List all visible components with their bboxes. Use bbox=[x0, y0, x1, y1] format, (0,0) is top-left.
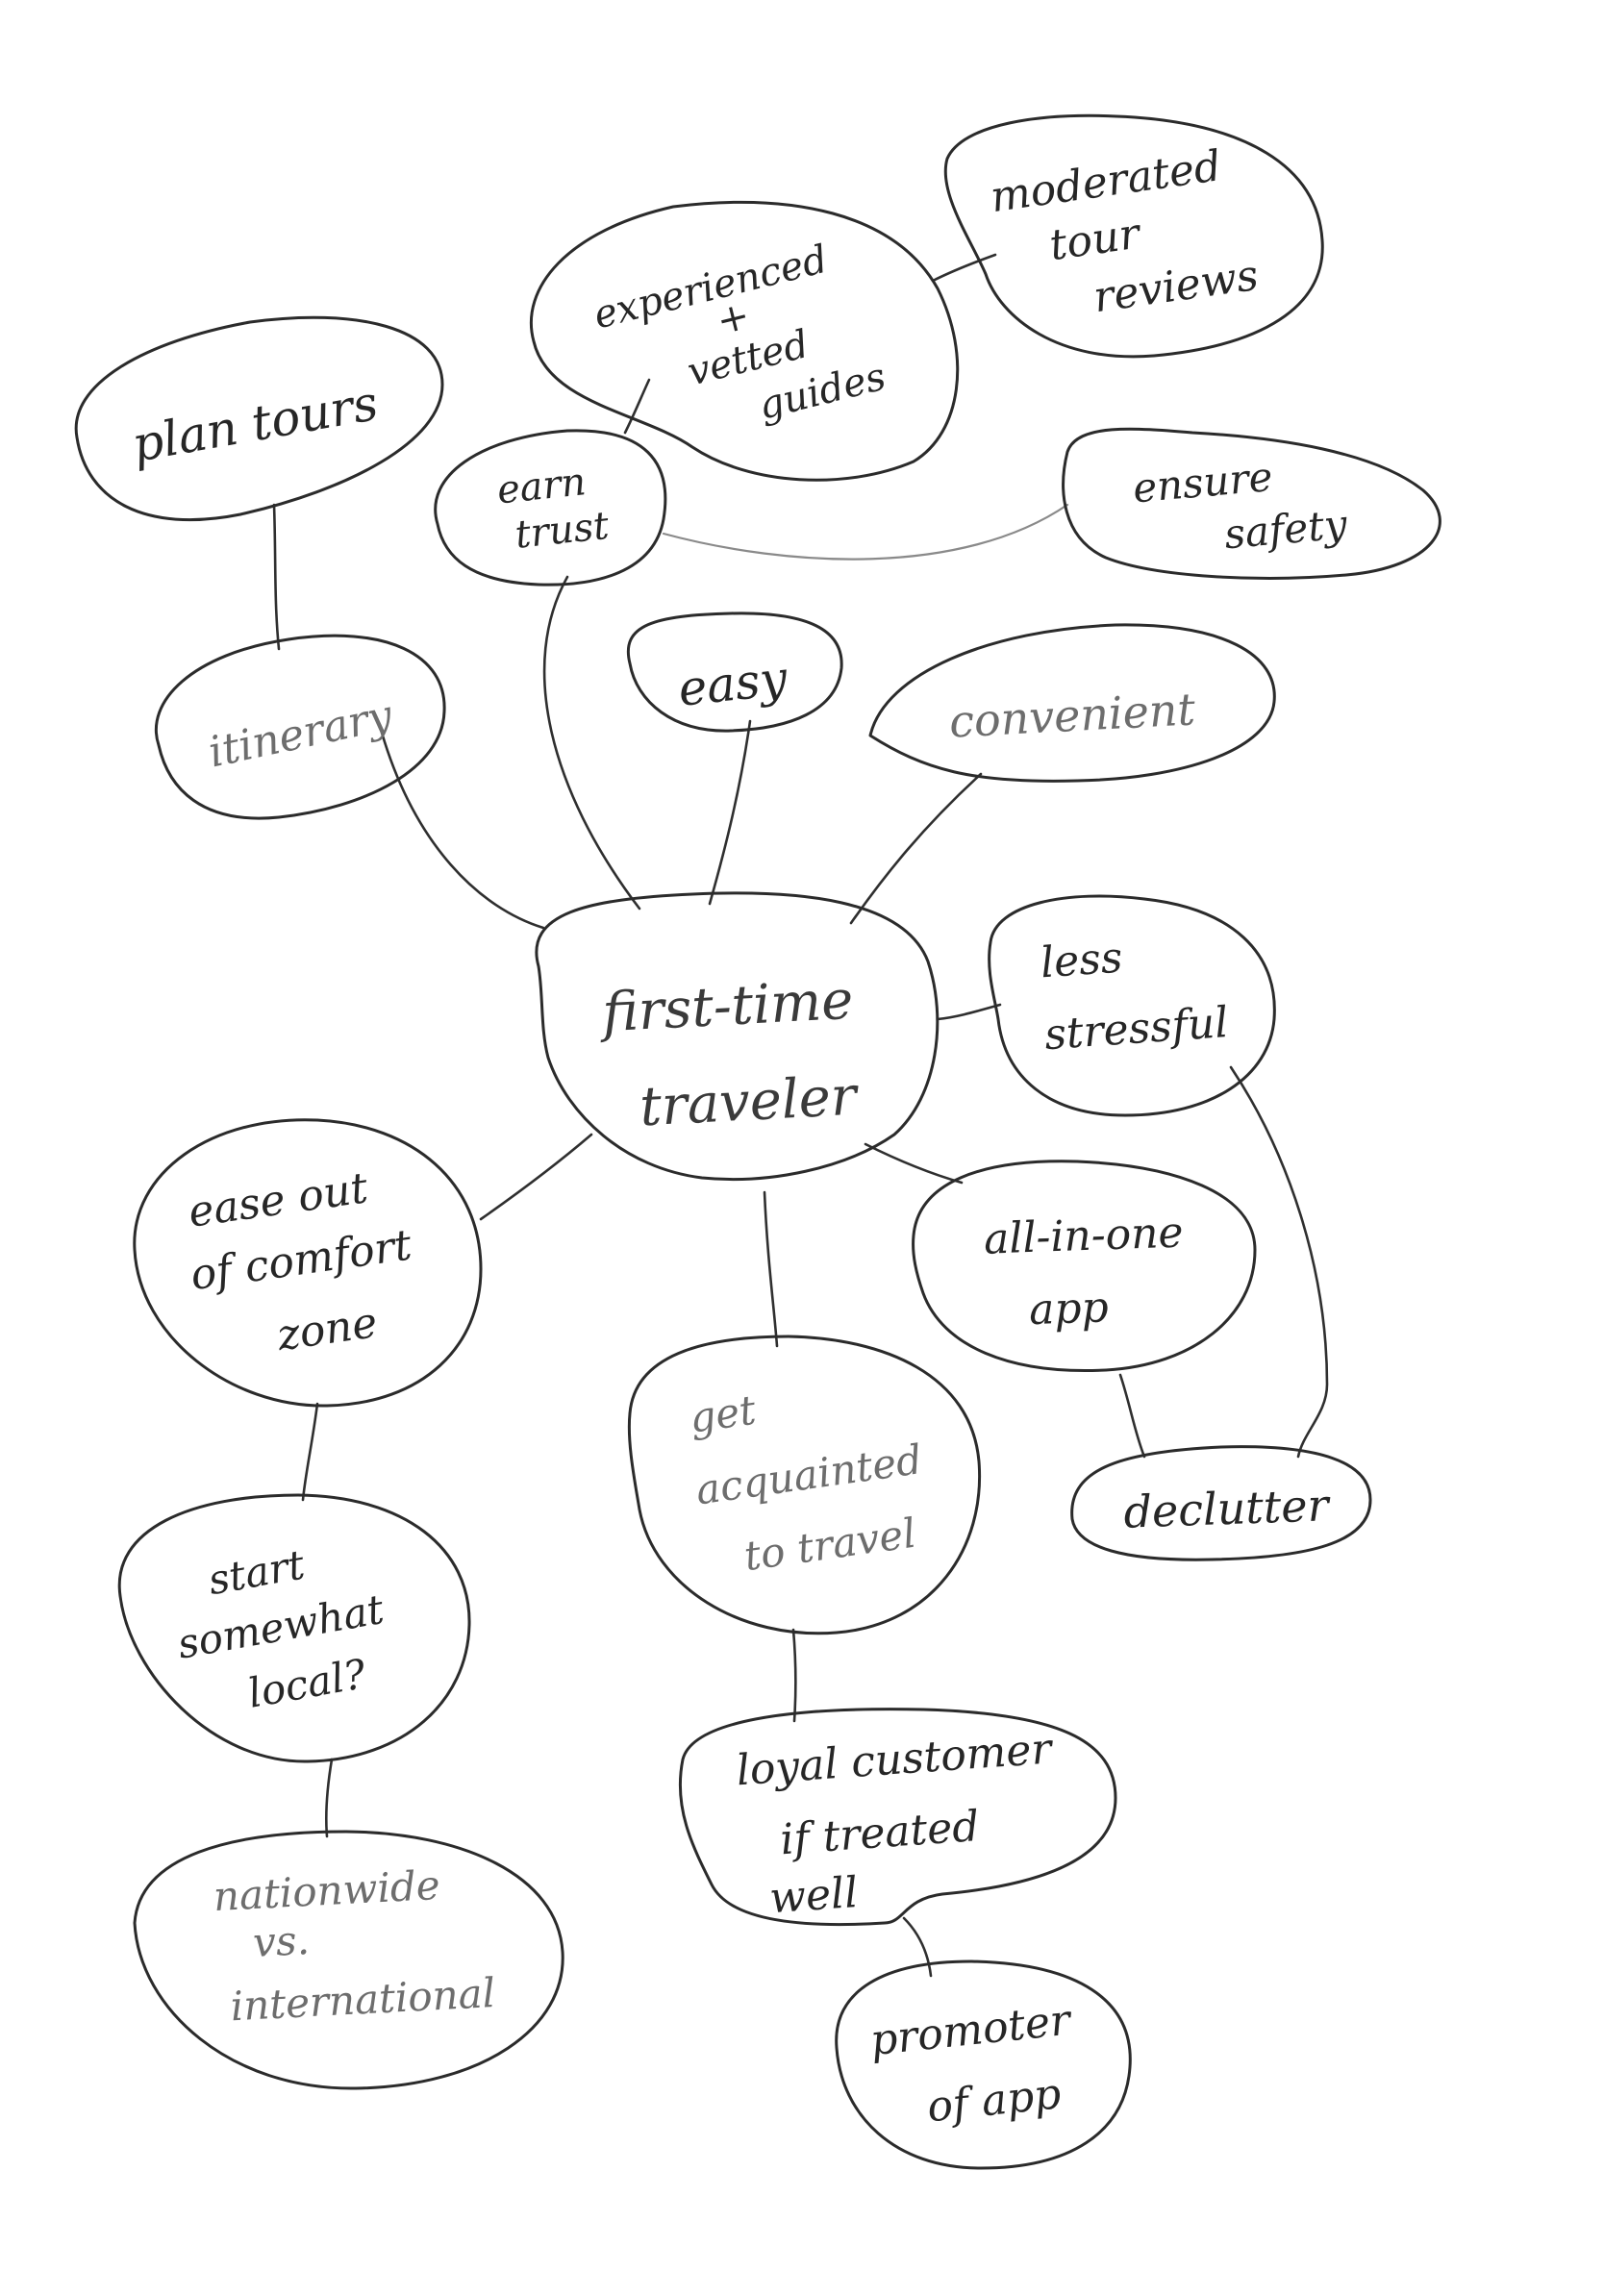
node-label-all-in-one: all-in-one app bbox=[983, 1208, 1200, 1336]
node-label-start-local: start somewhat local? bbox=[164, 1526, 411, 1727]
node-label-nationwide-line-3: international bbox=[230, 1969, 497, 2030]
link-convenient-center bbox=[849, 772, 983, 925]
node-label-get-acquainted: get acquainted to travel bbox=[683, 1362, 947, 1585]
node-label-loyal-customer-line-2: if treated bbox=[779, 1802, 981, 1864]
node-bubble-start-local bbox=[117, 1493, 471, 1763]
node-label-experienced-guides: experienced + vetted guides bbox=[589, 231, 890, 462]
node-label-plan-tours: plan tours bbox=[128, 375, 382, 473]
node-label-earn-trust-line-2: trust bbox=[513, 504, 612, 558]
node-bubble-loyal-customer bbox=[678, 1708, 1117, 1927]
node-label-loyal-customer-line-1: loyal customer bbox=[735, 1724, 1056, 1795]
node-bubble-plan-tours bbox=[74, 315, 444, 522]
node-label-all-in-one-line-1: all-in-one bbox=[983, 1208, 1184, 1263]
node-label-all-in-one-line-2: app bbox=[1028, 1283, 1109, 1335]
node-label-ease-out: ease out of comfort zone bbox=[179, 1157, 438, 1371]
node-label-declutter: declutter bbox=[1123, 1479, 1333, 1538]
node-label-nationwide: nationwide vs. international bbox=[213, 1859, 497, 2031]
node-label-convenient: convenient bbox=[948, 683, 1197, 747]
node-label-promoter: promoter of app bbox=[868, 1994, 1094, 2137]
node-label-start-local-line-3: local? bbox=[244, 1650, 369, 1717]
node-label-easy: easy bbox=[676, 650, 790, 717]
node-label-less-stressful-line-2: stressful bbox=[1043, 998, 1230, 1060]
node-bubble-itinerary bbox=[154, 634, 446, 820]
node-label-ease-out-line-1: ease out bbox=[186, 1163, 371, 1237]
node-label-moderated-reviews: moderated tour reviews bbox=[988, 138, 1262, 335]
node-label-plan-tours-line: plan tours bbox=[128, 375, 382, 473]
node-label-center-line-1: first-time bbox=[597, 969, 855, 1045]
node-bubble-ensure-safety bbox=[1062, 427, 1441, 580]
node-label-get-acquainted-line-1: get bbox=[687, 1386, 759, 1442]
node-bubble-all-in-one bbox=[912, 1160, 1257, 1373]
node-bubble-center bbox=[535, 891, 940, 1182]
bubbles bbox=[74, 113, 1441, 2170]
node-label-moderated-reviews-line-3: reviews bbox=[1090, 251, 1262, 322]
link-loyal-promoter bbox=[902, 1916, 933, 1978]
node-label-loyal-customer: loyal customer if treated well bbox=[735, 1724, 1075, 1925]
node-label-moderated-reviews-line-2: tour bbox=[1046, 209, 1145, 270]
node-bubble-ease-out bbox=[133, 1118, 483, 1408]
node-label-get-acquainted-line-2: acquainted bbox=[693, 1435, 925, 1513]
link-center-get-acquainted bbox=[763, 1190, 779, 1348]
link-earn-trust-safety bbox=[662, 503, 1069, 561]
node-bubble-less-stressful bbox=[988, 894, 1276, 1117]
node-label-earn-trust-line-1: earn bbox=[495, 460, 589, 512]
node-label-declutter-line: declutter bbox=[1123, 1479, 1333, 1538]
labels: plan tours itinerary earn trust experien… bbox=[128, 138, 1350, 2137]
node-label-itinerary-line: itinerary bbox=[204, 690, 397, 777]
node-label-less-stressful-line-1: less bbox=[1039, 933, 1124, 987]
node-label-promoter-line-2: of app bbox=[925, 2069, 1064, 2132]
node-label-nationwide-line-2: vs. bbox=[252, 1916, 311, 1966]
link-less-stressful-declutter bbox=[1229, 1065, 1329, 1459]
node-label-less-stressful: less stressful bbox=[1038, 926, 1230, 1060]
link-ease-out-start-local bbox=[301, 1402, 319, 1502]
node-bubble-experienced-guides bbox=[529, 200, 960, 482]
link-plan-tours-itinerary bbox=[272, 503, 281, 651]
link-center-all-in-one bbox=[864, 1142, 964, 1185]
node-bubble-earn-trust bbox=[434, 429, 667, 586]
node-label-center-line-2: traveler bbox=[639, 1065, 862, 1139]
link-start-local-nationwide bbox=[324, 1758, 334, 1838]
node-label-ensure-safety-line-1: ensure bbox=[1131, 453, 1274, 512]
node-label-experienced-guides-line-1: experienced bbox=[589, 237, 832, 338]
link-itinerary-center bbox=[378, 724, 545, 930]
link-earn-trust-guides bbox=[623, 378, 651, 435]
connectors bbox=[272, 253, 1329, 1978]
node-label-get-acquainted-line-3: to travel bbox=[741, 1510, 919, 1581]
link-get-acquainted-loyal bbox=[791, 1628, 797, 1723]
node-label-ease-out-line-3: zone bbox=[273, 1298, 380, 1360]
link-all-in-one-declutter bbox=[1118, 1373, 1146, 1459]
node-label-easy-line: easy bbox=[676, 650, 790, 717]
node-label-promoter-line-1: promoter bbox=[868, 1995, 1076, 2065]
node-bubble-moderated-reviews bbox=[943, 113, 1324, 359]
node-label-itinerary: itinerary bbox=[204, 690, 397, 777]
node-label-earn-trust: earn trust bbox=[495, 458, 612, 559]
link-easy-center bbox=[708, 719, 752, 906]
node-bubble-convenient bbox=[868, 623, 1276, 783]
link-center-less-stressful bbox=[936, 1003, 1002, 1021]
node-label-nationwide-line-1: nationwide bbox=[213, 1861, 441, 1920]
node-label-ensure-safety: ensure safety bbox=[1131, 446, 1350, 565]
node-bubble-declutter bbox=[1070, 1445, 1372, 1561]
link-center-ease-out bbox=[479, 1133, 593, 1221]
node-label-moderated-reviews-line-1: moderated bbox=[988, 141, 1224, 222]
node-label-center: first-time traveler bbox=[597, 968, 877, 1141]
node-label-convenient-line: convenient bbox=[948, 683, 1197, 747]
node-bubble-get-acquainted bbox=[627, 1335, 982, 1635]
node-bubble-easy bbox=[626, 611, 843, 733]
node-label-loyal-customer-line-3: well bbox=[768, 1868, 860, 1923]
node-bubble-nationwide bbox=[133, 1830, 564, 2090]
node-label-ensure-safety-line-2: safety bbox=[1222, 500, 1350, 558]
link-guides-reviews bbox=[931, 253, 997, 283]
link-earn-trust-center bbox=[542, 575, 641, 911]
node-label-start-local-line-1: start bbox=[205, 1540, 309, 1604]
node-bubble-promoter bbox=[835, 1959, 1132, 2170]
